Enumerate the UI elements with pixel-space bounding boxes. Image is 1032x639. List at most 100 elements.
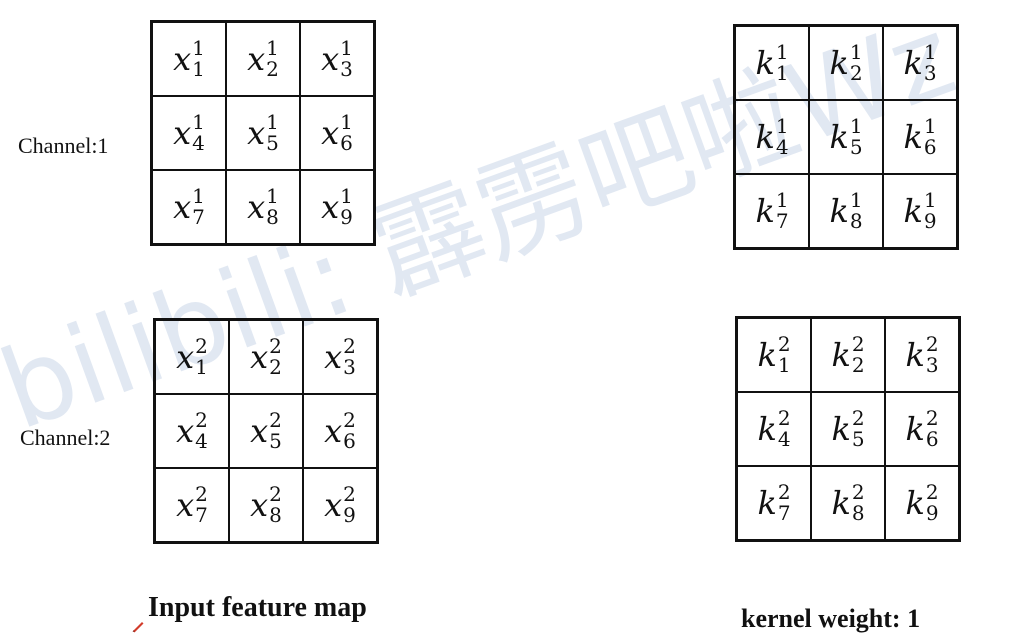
cell-symbol: k [831, 410, 851, 448]
cell-symbol: x [250, 338, 269, 376]
cell-position-index: 6 [340, 131, 353, 155]
cell-symbol: k [903, 118, 923, 156]
cell-symbol: x [250, 486, 269, 524]
cell-channel-index: 1 [192, 110, 205, 134]
cell-channel-index: 1 [775, 40, 789, 64]
channel-2-label: Channel:2 [20, 425, 111, 450]
cell-position-index: 3 [343, 355, 356, 379]
cell-symbol: x [324, 486, 343, 524]
cell-symbol: x [321, 114, 340, 152]
cell-position-index: 3 [923, 61, 937, 85]
cell-channel-index: 2 [269, 482, 282, 506]
cell-symbol: x [173, 114, 192, 152]
cell-symbol: k [903, 192, 923, 230]
cell-position-index: 7 [195, 503, 208, 527]
cell-channel-index: 1 [923, 188, 937, 212]
cell-channel-index: 1 [849, 188, 863, 212]
cell-symbol: k [829, 44, 849, 82]
cell-symbol: x [173, 188, 192, 226]
cell-position-index: 7 [192, 205, 205, 229]
cell-position-index: 9 [343, 503, 356, 527]
cell-symbol: x [176, 412, 195, 450]
cell-channel-index: 1 [340, 110, 353, 134]
cell-symbol: k [831, 336, 851, 374]
cell-symbol: x [176, 338, 195, 376]
cell-position-index: 4 [195, 429, 208, 453]
cell-symbol: k [831, 484, 851, 522]
input-feature-map-caption: Input feature map [148, 592, 367, 623]
cell-channel-index: 1 [266, 110, 279, 134]
cell-position-index: 7 [775, 209, 789, 233]
cell-position-index: 3 [925, 353, 939, 377]
cell-channel-index: 1 [266, 36, 279, 60]
cell-channel-index: 2 [851, 480, 865, 504]
cell-position-index: 2 [269, 355, 282, 379]
cell-channel-index: 1 [923, 114, 937, 138]
cell-channel-index: 1 [849, 114, 863, 138]
cell-symbol: k [903, 44, 923, 82]
cell-channel-index: 2 [195, 334, 208, 358]
cell-symbol: k [905, 336, 925, 374]
cell-channel-index: 2 [925, 480, 939, 504]
cell-position-index: 3 [340, 57, 353, 81]
cell-position-index: 1 [192, 57, 205, 81]
cell-channel-index: 2 [343, 334, 356, 358]
cell-position-index: 1 [775, 61, 789, 85]
cell-symbol: x [324, 338, 343, 376]
kernel-weight-caption: kernel weight: 1 [741, 604, 921, 633]
cell-position-index: 2 [851, 353, 865, 377]
cell-position-index: 2 [849, 61, 863, 85]
cell-position-index: 9 [340, 205, 353, 229]
cell-channel-index: 2 [925, 406, 939, 430]
cell-position-index: 5 [269, 429, 282, 453]
cell-symbol: k [905, 484, 925, 522]
cell-position-index: 4 [192, 131, 205, 155]
cell-channel-index: 1 [266, 184, 279, 208]
cell-channel-index: 1 [849, 40, 863, 64]
cell-position-index: 8 [849, 209, 863, 233]
